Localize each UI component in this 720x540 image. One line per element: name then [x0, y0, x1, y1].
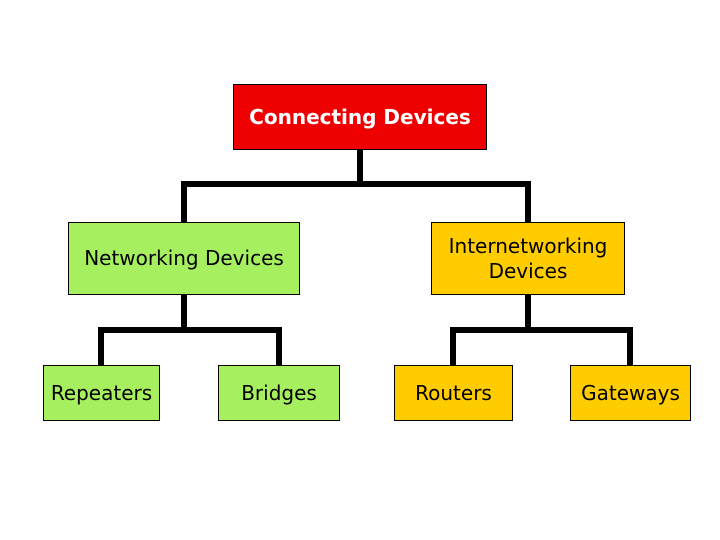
node-routers: Routers: [394, 365, 513, 421]
node-repeaters: Repeaters: [43, 365, 160, 421]
node-bridges: Bridges: [218, 365, 340, 421]
node-internetworking-devices: Internetworking Devices: [431, 222, 625, 295]
internetworking-devices-label: Internetworking Devices: [448, 233, 608, 283]
root-node-connecting-devices: Connecting Devices: [233, 84, 487, 150]
node-networking-devices: Networking Devices: [68, 222, 300, 295]
root-connector: [181, 147, 531, 225]
gateways-label: Gateways: [581, 380, 680, 405]
routers-label: Routers: [415, 380, 492, 405]
networking-devices-label: Networking Devices: [84, 246, 284, 270]
root-node-label: Connecting Devices: [249, 104, 471, 129]
repeaters-label: Repeaters: [50, 380, 153, 405]
node-gateways: Gateways: [570, 365, 691, 421]
internetworking-connector: [450, 292, 633, 368]
networking-connector: [98, 292, 282, 368]
bridges-label: Bridges: [241, 380, 317, 405]
